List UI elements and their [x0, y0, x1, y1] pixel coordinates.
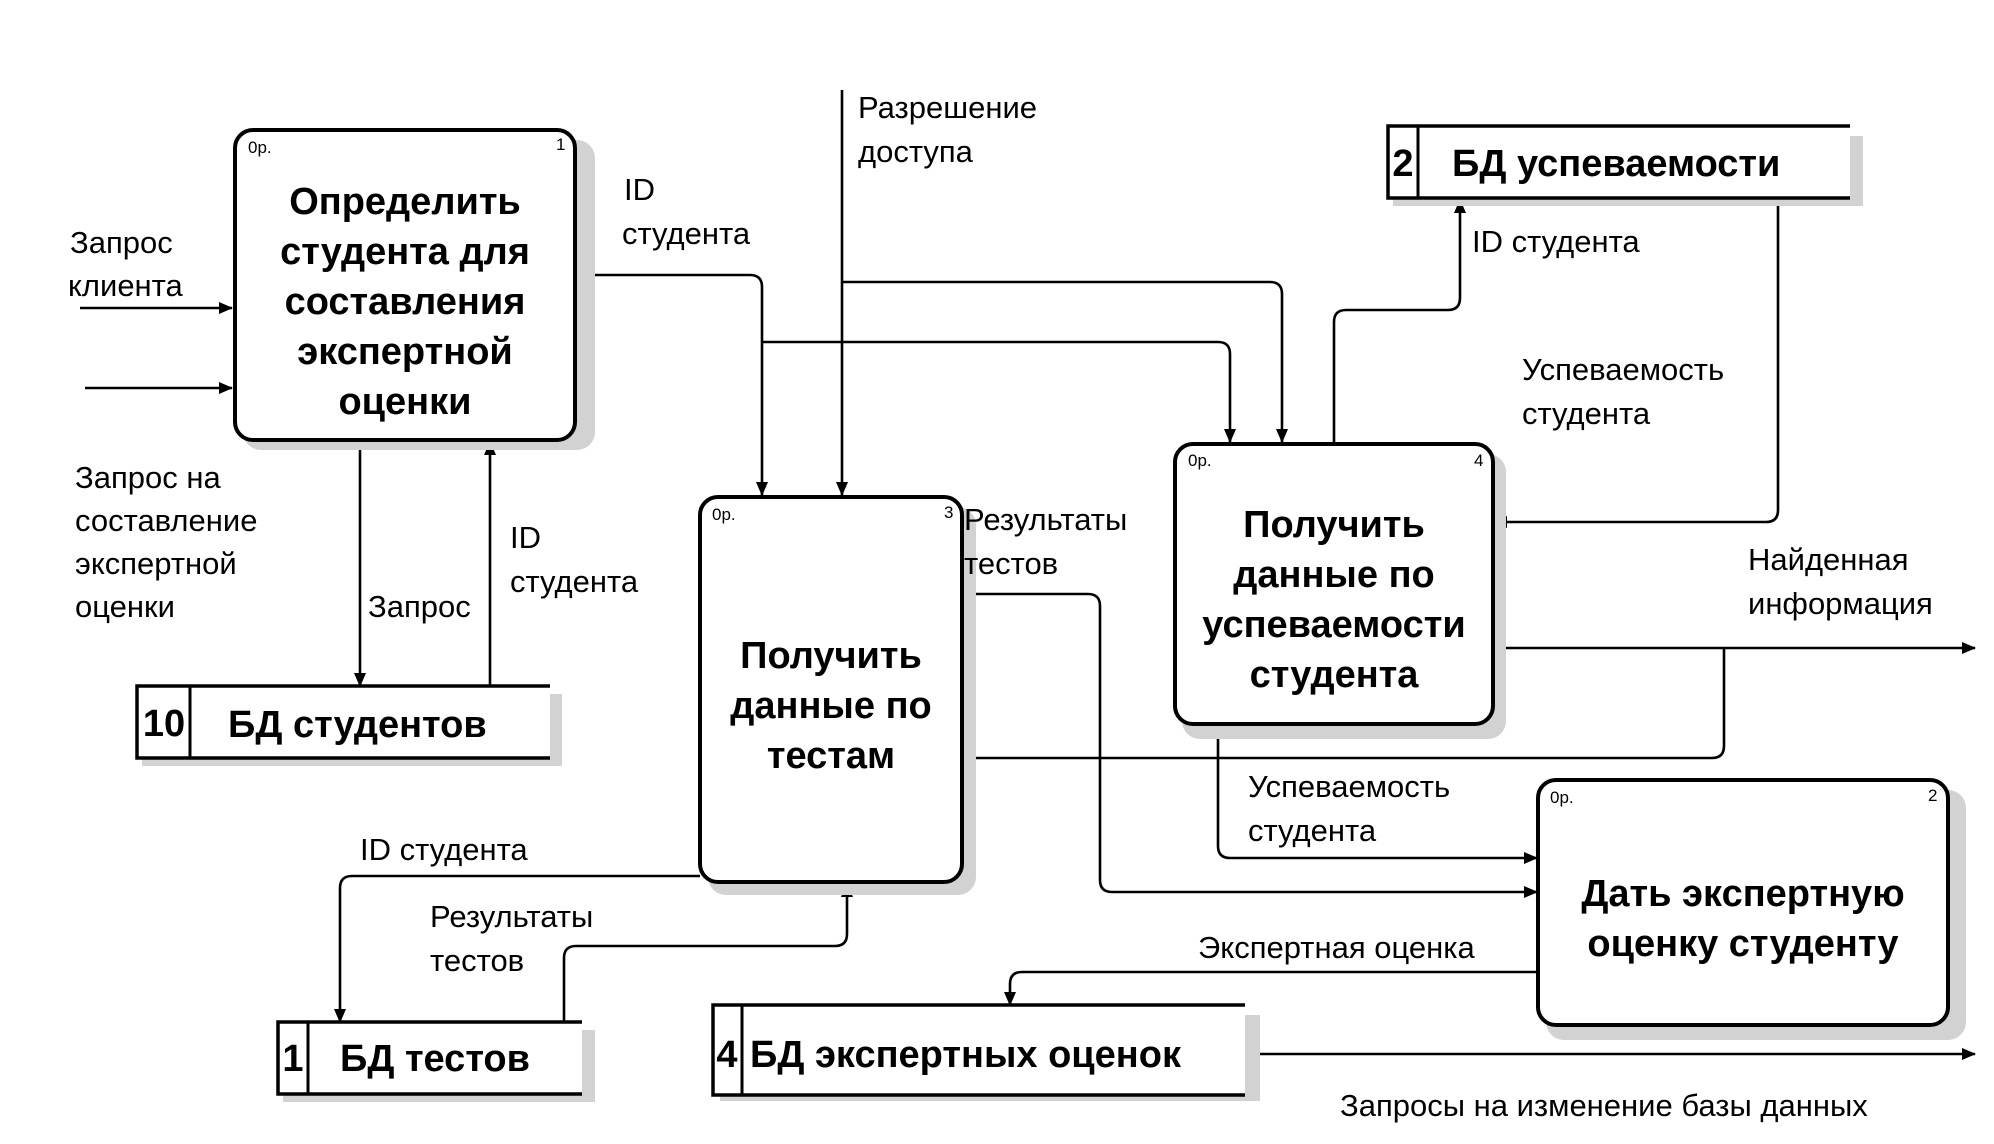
- flow-perf-store2-to-p4: [1493, 200, 1780, 528]
- flow-label: студента: [1522, 396, 1651, 431]
- flow-label: тестов: [430, 943, 524, 978]
- flow-label: Запрос: [70, 225, 173, 260]
- flow-label: ID студента: [1472, 224, 1640, 259]
- flow-test-results-p3-to-p2: [962, 592, 1538, 898]
- process-title-line: Дать экспертную: [1581, 873, 1904, 915]
- flow-label: студента: [1248, 813, 1377, 848]
- flow-label: ID студента: [360, 832, 528, 867]
- process-tag: 0р.: [1550, 788, 1574, 807]
- process-tag: 0р.: [712, 505, 736, 524]
- flow-perf-p4-to-p2: [1216, 728, 1538, 864]
- flow-label: Результаты: [430, 899, 593, 934]
- process-title-line: тестам: [767, 735, 895, 777]
- process-title-line: успеваемости: [1202, 604, 1465, 646]
- flow-id-p1-to-p3: [575, 273, 768, 496]
- process-title-line: студента для: [280, 231, 530, 273]
- process-number: 4: [1474, 451, 1483, 470]
- process-number: 2: [1928, 786, 1937, 805]
- process-tag: 0р.: [1188, 451, 1212, 470]
- flow-label: ID: [624, 172, 655, 207]
- store-2-performance: 2 БД успеваемости: [1386, 124, 1863, 206]
- flow-expert-grade: [1004, 970, 1537, 1006]
- flow-label: Найденная: [1748, 542, 1909, 577]
- store-10-students: 10 БД студентов: [135, 684, 562, 766]
- process-title-line: составления: [285, 281, 526, 323]
- flow-label: ID: [510, 520, 541, 555]
- flow-id-p3-to-store1: [334, 874, 700, 1023]
- store-id: 1: [282, 1038, 303, 1080]
- flow-lines: [80, 90, 1976, 1060]
- process-p3: 0р. 3 Получить данные по тестам: [698, 495, 976, 895]
- flow-label: оценки: [75, 589, 175, 624]
- process-tag: 0р.: [248, 138, 272, 157]
- flow-labels: Запрос клиента Запрос на составление экс…: [68, 90, 1933, 1123]
- flow-label: клиента: [68, 268, 184, 303]
- flow-access-to-p4: [842, 280, 1288, 443]
- process-title-line: Получить: [740, 635, 922, 677]
- process-title-line: экспертной: [297, 331, 513, 373]
- store-id: 10: [143, 703, 185, 745]
- flow-label: Экспертная оценка: [1198, 930, 1475, 965]
- store-name: БД студентов: [228, 704, 487, 746]
- process-title-line: оценки: [338, 381, 471, 423]
- process-title-line: Получить: [1243, 504, 1425, 546]
- flow-label: Успеваемость: [1522, 352, 1724, 387]
- process-title-line: студента: [1250, 654, 1420, 696]
- store-name: БД тестов: [340, 1038, 530, 1080]
- process-title-line: данные по: [730, 685, 931, 727]
- flow-label: информация: [1748, 586, 1933, 621]
- store-4-expert-grades: 4 БД экспертных оценок: [711, 1003, 1260, 1101]
- flow-label: студента: [622, 216, 751, 251]
- flow-id-p4-to-store2: [1332, 199, 1466, 442]
- store-name: БД успеваемости: [1452, 143, 1780, 185]
- flow-label: Запрос: [368, 589, 471, 624]
- flow-label: тестов: [964, 546, 1058, 581]
- process-title-line: оценку студенту: [1587, 923, 1898, 965]
- process-title-line: Определить: [289, 181, 521, 223]
- store-id: 2: [1392, 143, 1413, 185]
- flow-label: Запросы на изменение базы данных: [1340, 1088, 1868, 1123]
- flow-label: Разрешение: [858, 90, 1037, 125]
- process-p4: 0р. 4 Получить данные по успеваемости ст…: [1173, 442, 1506, 739]
- process-p1: 0р. 1 Определить студента для составлени…: [233, 128, 595, 450]
- flow-label: составление: [75, 503, 257, 538]
- process-number: 1: [556, 135, 565, 154]
- store-1-tests: 1 БД тестов: [276, 1020, 595, 1102]
- flow-label: студента: [510, 564, 639, 599]
- flow-label: доступа: [858, 134, 974, 169]
- process-p2: 0р. 2 Дать экспертную оценку студенту: [1536, 778, 1966, 1040]
- process-number: 3: [944, 503, 953, 522]
- store-id: 4: [716, 1034, 737, 1076]
- store-name: БД экспертных оценок: [750, 1034, 1182, 1076]
- flow-test-results-store1-to-p3: [562, 883, 853, 1022]
- flow-label: экспертной: [75, 546, 237, 581]
- flow-label: Запрос на: [75, 460, 221, 495]
- flow-id-p1-to-p4: [762, 340, 1236, 443]
- flow-label: Успеваемость: [1248, 769, 1450, 804]
- flow-label: Результаты: [964, 502, 1127, 537]
- process-title-line: данные по: [1233, 554, 1434, 596]
- flow-p3-to-found-info: [962, 648, 1726, 760]
